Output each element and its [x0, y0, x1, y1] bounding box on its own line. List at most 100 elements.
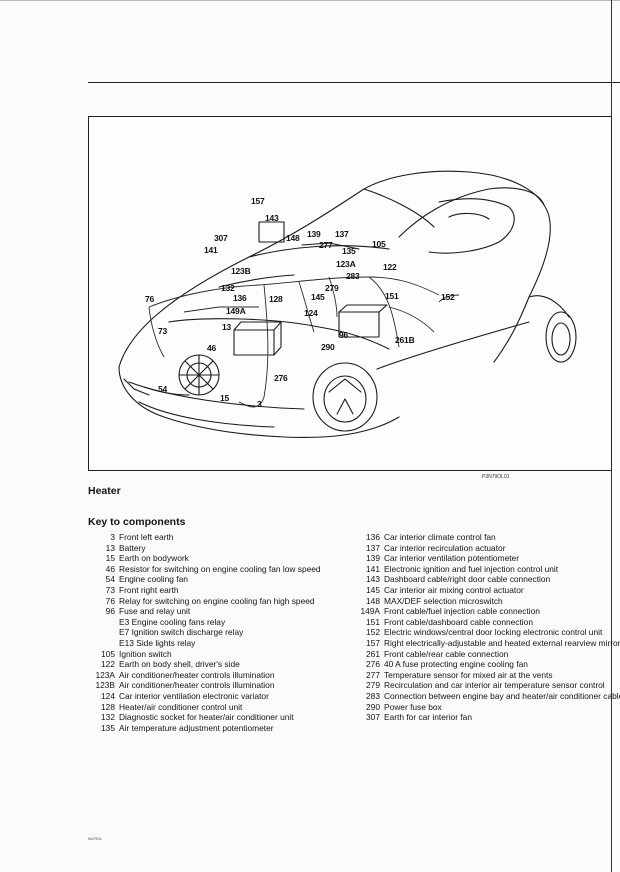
component-number: 3	[110, 532, 115, 542]
component-description: Heater/air conditioner control unit	[119, 701, 243, 712]
key-entry: 76 Relay for switching on engine cooling …	[88, 596, 343, 607]
component-number: 157	[366, 637, 380, 648]
component-description: Connection between engine bay and heater…	[384, 690, 620, 701]
page-footer-code: 9A790L	[88, 836, 102, 841]
component-description: Front cable/rear cable connection	[384, 648, 509, 659]
component-number: 307	[366, 712, 380, 723]
callout-label: 96	[339, 330, 349, 340]
callout-label: 152	[441, 292, 455, 302]
callout-label: 276	[274, 373, 288, 383]
component-number: 137	[366, 542, 380, 553]
figure-reference-code: P3N79OL01	[482, 474, 510, 480]
component-number: 96	[105, 606, 115, 617]
component-description: Earth on body shell, driver's side	[119, 659, 240, 670]
component-description: Air conditioner/heater controls illumina…	[119, 680, 275, 691]
callout-label: 124	[304, 308, 318, 318]
component-number: 54	[105, 574, 115, 585]
component-number: 76	[105, 595, 115, 606]
callout-label: 139	[307, 229, 321, 239]
component-number: 290	[366, 701, 380, 712]
component-description: Car interior recirculation actuator	[384, 542, 506, 553]
callout-label: 136	[233, 293, 247, 303]
component-number: 148	[366, 595, 380, 606]
key-entry: 13 Battery	[88, 543, 343, 554]
callout-label: 132	[221, 283, 235, 293]
component-description: Air conditioner/heater controls illumina…	[119, 669, 275, 680]
key-entry: 15 Earth on bodywork	[88, 553, 343, 564]
callout-label: 290	[321, 342, 335, 352]
component-number: 139	[366, 553, 380, 564]
callout-label: 137	[335, 229, 349, 239]
callout-label: 261B	[395, 335, 415, 345]
component-number: 277	[366, 669, 380, 680]
callout-label: 15	[220, 393, 230, 403]
callout-label: 148	[286, 233, 300, 243]
component-number: 13	[105, 542, 115, 553]
key-entry: E7 Ignition switch discharge relay	[88, 627, 343, 638]
key-entry: 261 Front cable/rear cable connection	[353, 649, 615, 660]
component-description: Front cable/dashboard cable connection	[384, 616, 533, 627]
component-number: 151	[366, 616, 380, 627]
component-description: Car interior ventilation electronic vari…	[119, 690, 269, 701]
component-description: Relay for switching on engine cooling fa…	[119, 595, 315, 606]
component-number: 46	[105, 563, 115, 574]
component-number: 15	[105, 553, 115, 564]
callout-label: 143	[265, 213, 279, 223]
key-entry: 277 Temperature sensor for mixed air at t…	[353, 670, 615, 681]
component-number: 128	[101, 701, 115, 712]
callout-label: 128	[269, 294, 283, 304]
key-entry: 128 Heater/air conditioner control unit	[88, 702, 343, 713]
component-description: Earth for car interior fan	[384, 712, 472, 723]
component-description: Power fuse box	[384, 701, 442, 712]
component-number: 279	[366, 680, 380, 691]
component-description: Front left earth	[119, 532, 174, 542]
key-entry: E13 Side lights relay	[88, 638, 343, 649]
component-number: 283	[366, 690, 380, 701]
component-description: Earth on bodywork	[119, 553, 189, 564]
component-description: Diagnostic socket for heater/air conditi…	[119, 712, 294, 723]
callout-label: 46	[207, 343, 217, 353]
component-description: Front right earth	[119, 584, 179, 595]
component-number: 123B	[95, 680, 115, 691]
key-entry: 152 Electric windows/central door locking…	[353, 627, 615, 638]
section-title: Heater	[88, 485, 121, 497]
component-number: 145	[366, 584, 380, 595]
key-entry: 290 Power fuse box	[353, 702, 615, 713]
component-number: 276	[366, 659, 380, 670]
component-description: Electric windows/central door locking el…	[384, 627, 603, 638]
key-entry: 307 Earth for car interior fan	[353, 712, 615, 723]
callout-label: 277	[319, 240, 333, 250]
callout-label: 105	[372, 239, 386, 249]
component-number: 261	[366, 648, 380, 659]
component-number: 152	[366, 627, 380, 638]
page-top-edge	[0, 0, 620, 1]
component-description: Engine cooling fan	[119, 574, 188, 585]
callout-label: 145	[311, 292, 325, 302]
callout-label: 123B	[231, 266, 251, 276]
component-description: MAX/DEF selection microswitch	[384, 595, 503, 606]
wiring-diagram-figure: 157 143 307 141 148 139 137 277 135 105 …	[88, 116, 612, 471]
callout-label: 141	[204, 245, 218, 255]
component-number: 124	[101, 690, 115, 701]
callout-label: 73	[158, 326, 168, 336]
component-description: Temperature sensor for mixed air at the …	[384, 669, 553, 680]
key-entry: 151 Front cable/dashboard cable connectio…	[353, 617, 615, 628]
component-description: Battery	[119, 542, 146, 553]
